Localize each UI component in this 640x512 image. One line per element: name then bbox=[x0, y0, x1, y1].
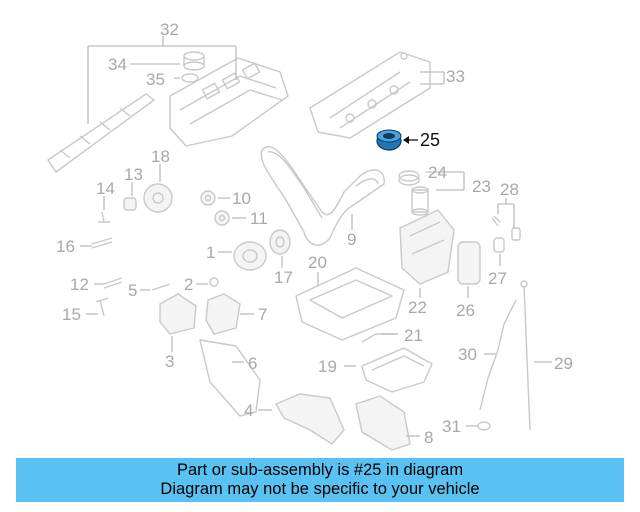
bushing-13 bbox=[123, 197, 137, 211]
callout-8: 8 bbox=[424, 428, 433, 447]
switch-27 bbox=[493, 237, 505, 253]
callout-22: 22 bbox=[408, 298, 427, 317]
cover-7 bbox=[205, 293, 241, 335]
cover-8 bbox=[355, 395, 411, 451]
oil-filter-23 bbox=[411, 186, 429, 216]
callout-20: 20 bbox=[308, 253, 327, 272]
callout-19: 19 bbox=[318, 357, 337, 376]
callout-33: 33 bbox=[446, 67, 465, 86]
callout-35: 35 bbox=[146, 70, 165, 89]
banner-line-2: Diagram may not be specific to your vehi… bbox=[160, 480, 480, 498]
valve-cover-right bbox=[309, 51, 431, 139]
callout-30: 30 bbox=[458, 345, 477, 364]
dipstick-29 bbox=[520, 280, 531, 431]
sensor-15 bbox=[95, 297, 109, 317]
callout-25: 25 bbox=[420, 130, 440, 150]
guide-tube-30 bbox=[479, 299, 517, 411]
callout-7: 7 bbox=[258, 305, 267, 324]
callout-6: 6 bbox=[248, 354, 257, 373]
callout-12: 12 bbox=[70, 275, 89, 294]
oil-cap-34 bbox=[183, 51, 205, 71]
callout-31: 31 bbox=[442, 417, 461, 436]
callout-29: 29 bbox=[554, 354, 573, 373]
callout-13: 13 bbox=[124, 165, 143, 184]
sensor-28 bbox=[491, 215, 521, 241]
bolt-16 bbox=[91, 237, 113, 249]
callout-10: 10 bbox=[232, 189, 251, 208]
callout-28: 28 bbox=[500, 180, 519, 199]
seal-35 bbox=[181, 73, 199, 83]
part-25-highlighted bbox=[376, 129, 402, 151]
gear-17 bbox=[269, 229, 291, 255]
callout-4: 4 bbox=[244, 401, 253, 420]
bolt-12 bbox=[103, 277, 123, 289]
callout-34: 34 bbox=[108, 55, 127, 74]
pickup-21 bbox=[361, 333, 394, 343]
callout-24: 24 bbox=[428, 163, 447, 182]
idler-11 bbox=[214, 210, 230, 226]
callout-1: 1 bbox=[206, 243, 215, 262]
callout-5: 5 bbox=[128, 281, 137, 300]
timing-belt bbox=[260, 145, 385, 246]
callout-2: 2 bbox=[184, 275, 193, 294]
banner-line-1: Part or sub-assembly is #25 in diagram bbox=[176, 461, 464, 479]
callout-11: 11 bbox=[250, 209, 268, 228]
oil-pan-20 bbox=[295, 267, 405, 341]
callout-27: 27 bbox=[488, 269, 507, 288]
callout-17: 17 bbox=[274, 268, 293, 287]
callout-14: 14 bbox=[96, 179, 115, 198]
timing-cover-22 bbox=[399, 209, 455, 285]
callout-3: 3 bbox=[165, 352, 174, 371]
cover-3 bbox=[159, 293, 197, 335]
tensioner-10 bbox=[200, 190, 216, 206]
baffle-19 bbox=[361, 347, 433, 393]
callout-32: 32 bbox=[160, 20, 179, 39]
filter-element-24 bbox=[398, 170, 420, 186]
callout-23: 23 bbox=[472, 177, 491, 196]
cover-6 bbox=[199, 339, 261, 417]
valve-cover-left bbox=[169, 57, 289, 147]
bolt-14 bbox=[98, 211, 110, 223]
seal-31 bbox=[477, 421, 491, 431]
sprocket-18 bbox=[143, 183, 173, 213]
bracket-4 bbox=[274, 393, 345, 445]
callout-9: 9 bbox=[347, 230, 356, 249]
cooler-26 bbox=[457, 241, 481, 285]
intake-rail bbox=[47, 93, 155, 173]
bolt-2 bbox=[209, 277, 219, 287]
callout-21: 21 bbox=[404, 326, 423, 345]
info-banner: Part or sub-assembly is #25 in diagram D… bbox=[16, 458, 624, 502]
callout-18: 18 bbox=[151, 147, 170, 166]
callout-26: 26 bbox=[456, 301, 475, 320]
callout-16: 16 bbox=[56, 237, 75, 256]
pulley-1 bbox=[233, 241, 267, 271]
bolt-5 bbox=[151, 283, 171, 291]
callout-15: 15 bbox=[62, 305, 81, 324]
